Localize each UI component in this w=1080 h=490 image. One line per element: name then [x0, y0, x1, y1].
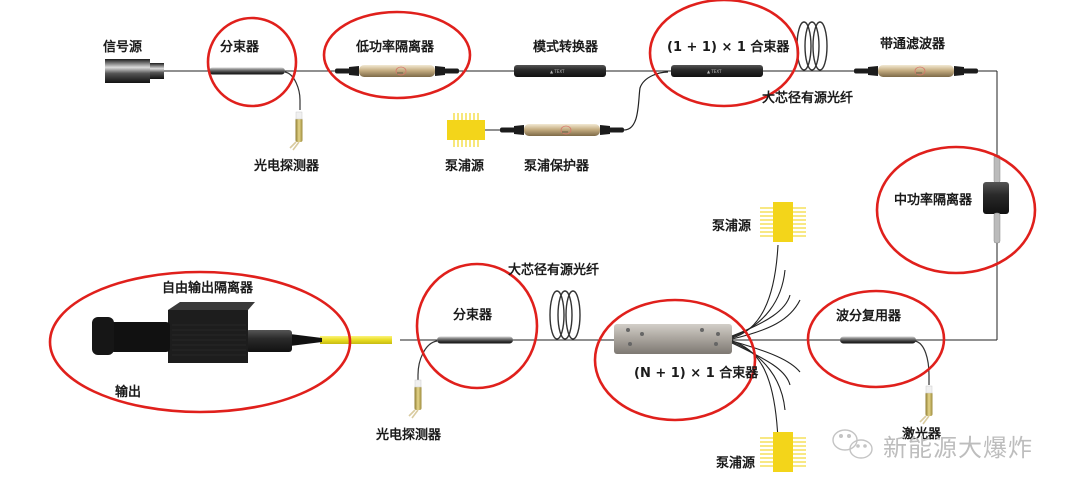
active-fiber-coil-bottom: [549, 290, 581, 340]
label-signal-source: 信号源: [103, 40, 143, 55]
label-free-output-isolator: 自由输出隔离器: [162, 281, 254, 296]
pump-branch-top: [446, 71, 669, 148]
highlight-mid-power-isolator: [875, 145, 1037, 275]
label-wdm: 波分复用器: [836, 309, 902, 324]
combiner-1-1-device: [671, 65, 763, 77]
pump-source-bottom-device: [759, 431, 807, 473]
active-fiber-coil-top: [796, 21, 828, 71]
label-pump-protector: 泵浦保护器: [524, 159, 590, 174]
highlight-free-output-isolator: [48, 270, 352, 414]
highlight-ellipses: [48, 0, 1037, 422]
label-pump-source-top: 泵浦源: [445, 159, 485, 174]
highlight-splitter-top: [206, 16, 298, 108]
pump-source-mid-device: [759, 201, 807, 243]
watermark-text: 新能源大爆炸: [883, 434, 1033, 462]
label-bandpass-filter: 带通滤波器: [880, 37, 946, 52]
free-output-isolator-device: [92, 302, 322, 363]
splitter-top-device: [209, 67, 304, 151]
label-photodetector-top: 光电探测器: [254, 159, 320, 174]
label-mode-converter: 模式转换器: [533, 40, 599, 55]
label-combiner-n-1: (N + 1) × 1 合束器: [634, 366, 759, 381]
label-low-power-isolator: 低功率隔离器: [356, 40, 435, 55]
label-combiner-1-1: (1 + 1) × 1 合束器: [667, 40, 790, 55]
splitter-bottom-device: [408, 336, 513, 419]
mode-converter-device: [514, 65, 606, 77]
label-active-fiber-top: 大芯径有源光纤: [762, 91, 854, 106]
label-mid-power-isolator: 中功率隔离器: [894, 193, 973, 208]
highlight-splitter-bottom: [415, 262, 539, 390]
signal-source-device: [105, 59, 164, 83]
wdm-device: [840, 336, 934, 425]
highlight-combiner-n-1: [593, 298, 757, 422]
label-laser: 激光器: [902, 427, 942, 442]
wechat-icon: [832, 429, 873, 459]
label-pump-source-mid: 泵浦源: [712, 219, 752, 234]
highlight-low-power-isolator: [322, 10, 472, 100]
bandpass-filter-device: [853, 64, 979, 78]
label-output: 输出: [115, 385, 142, 400]
label-splitter-top: 分束器: [220, 40, 260, 55]
label-active-fiber-bottom: 大芯径有源光纤: [508, 263, 600, 278]
yellow-output-fiber: [320, 336, 392, 344]
label-pump-source-bottom: 泵浦源: [716, 456, 756, 471]
label-photodetector-bottom: 光电探测器: [376, 428, 442, 443]
highlight-combiner-1-1: [648, 0, 800, 108]
label-splitter-bottom: 分束器: [453, 308, 493, 323]
low-power-isolator-device: [334, 64, 460, 78]
combiner-n-1-device: [614, 244, 801, 441]
mid-power-isolator-device: [983, 154, 1009, 244]
highlight-wdm: [806, 289, 946, 389]
